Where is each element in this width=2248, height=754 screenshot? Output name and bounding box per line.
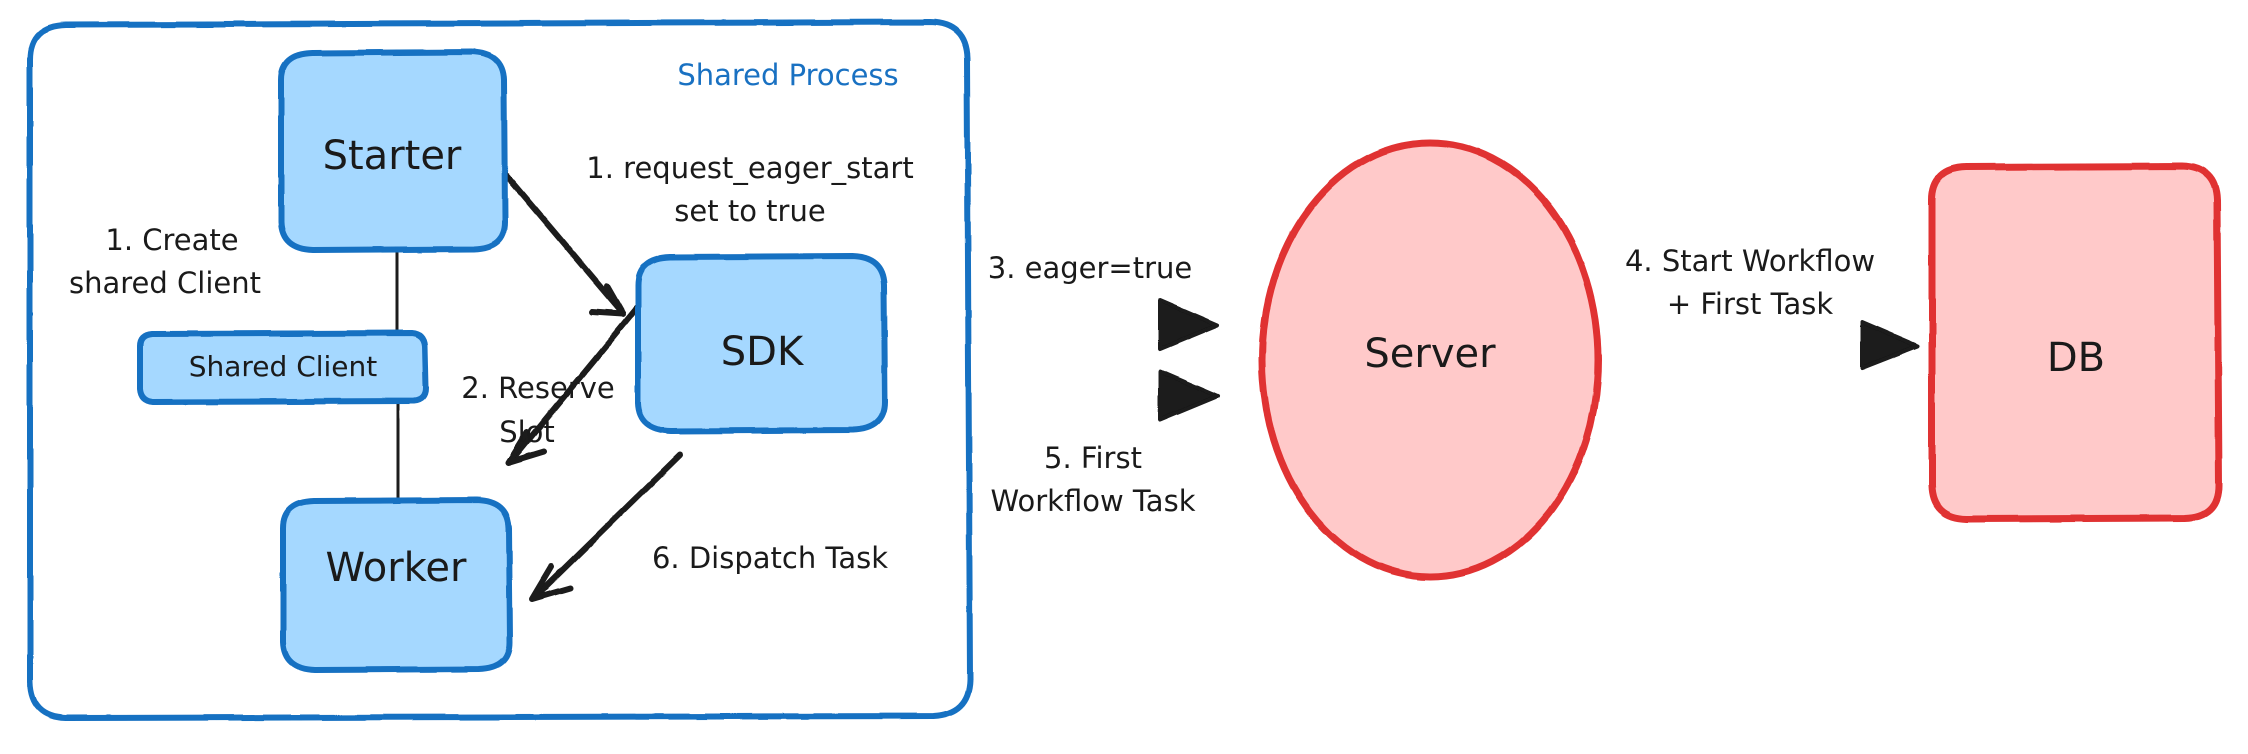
node-shared-client-shape: [137, 330, 429, 405]
node-label-server: Server: [1364, 331, 1496, 377]
node-sdk-shape: [635, 253, 888, 434]
node-server[interactable]: Server: [1258, 139, 1602, 581]
node-label-shared-client: Shared Client: [189, 350, 378, 383]
edge-label-reserve-slot-l1: 2. Reserve: [461, 371, 614, 405]
edge-label-start-workflow-l2: + First Task: [1667, 287, 1834, 321]
arrowhead-starter-sdk: [589, 283, 626, 317]
edge-reserve-slot[interactable]: 2. Reserve Slot: [461, 305, 640, 466]
line-sdk-worker-reserve: [509, 305, 640, 463]
edge-dispatch-task[interactable]: 6. Dispatch Task: [529, 452, 888, 602]
node-db-shape: [1928, 162, 2223, 523]
line-sdk-worker-dispatch: [534, 452, 683, 598]
edge-eager-true[interactable]: 3. eager=true: [881, 251, 1220, 351]
arrowhead-dispatch-task: [529, 564, 573, 602]
edge-label-first-workflow-task-l1: 5. First: [1044, 441, 1142, 475]
node-label-sdk: SDK: [721, 329, 805, 375]
edge-request-eager-start[interactable]: 1. request_eager_start set to true: [497, 151, 914, 317]
node-server-shape: [1258, 139, 1602, 581]
arrowhead-eager-true: [1158, 298, 1220, 351]
edge-label-reserve-slot-l2: Slot: [499, 415, 555, 449]
node-label-starter: Starter: [323, 133, 462, 179]
node-starter-shape: [278, 49, 508, 253]
node-shared-client[interactable]: Shared Client: [137, 330, 429, 405]
group-label-shared-process: Shared Process: [677, 58, 898, 92]
line-sharedclient-worker: [394, 397, 402, 503]
node-worker-shape: [280, 497, 513, 673]
edge-create-shared-client[interactable]: 1. Create shared Client: [69, 223, 402, 503]
node-label-worker: Worker: [326, 545, 467, 591]
edge-label-dispatch-task: 6. Dispatch Task: [652, 541, 888, 575]
node-label-db: DB: [2047, 335, 2105, 381]
group-shared-process[interactable]: Shared Process: [27, 19, 973, 721]
line-starter-sdk: [497, 165, 623, 313]
node-sdk[interactable]: SDK: [635, 253, 888, 434]
node-worker[interactable]: Worker: [280, 497, 513, 673]
arrowhead-first-workflow-task: [1158, 369, 1220, 422]
edge-label-first-workflow-task-l2: Workflow Task: [991, 484, 1196, 518]
edge-first-workflow-task[interactable]: 5. First Workflow Task: [881, 369, 1220, 518]
edge-label-eager-true: 3. eager=true: [988, 251, 1193, 285]
edge-label-start-workflow-l1: 4. Start Workflow: [1625, 244, 1875, 278]
arrowhead-server-db: [1860, 320, 1920, 370]
edge-label-request-eager-start-l2: set to true: [674, 194, 825, 228]
arrowhead-reserve-slot: [505, 429, 547, 466]
edge-label-request-eager-start-l1: 1. request_eager_start: [586, 151, 913, 185]
node-db[interactable]: DB: [1928, 162, 2223, 523]
shared-process-border: [27, 19, 973, 721]
node-starter[interactable]: Starter: [278, 49, 508, 253]
edge-label-create-shared-client-l1: 1. Create: [105, 223, 238, 257]
edge-start-workflow-first-task[interactable]: 4. Start Workflow + First Task: [1625, 244, 1920, 370]
edge-label-create-shared-client-l2: shared Client: [69, 266, 261, 300]
